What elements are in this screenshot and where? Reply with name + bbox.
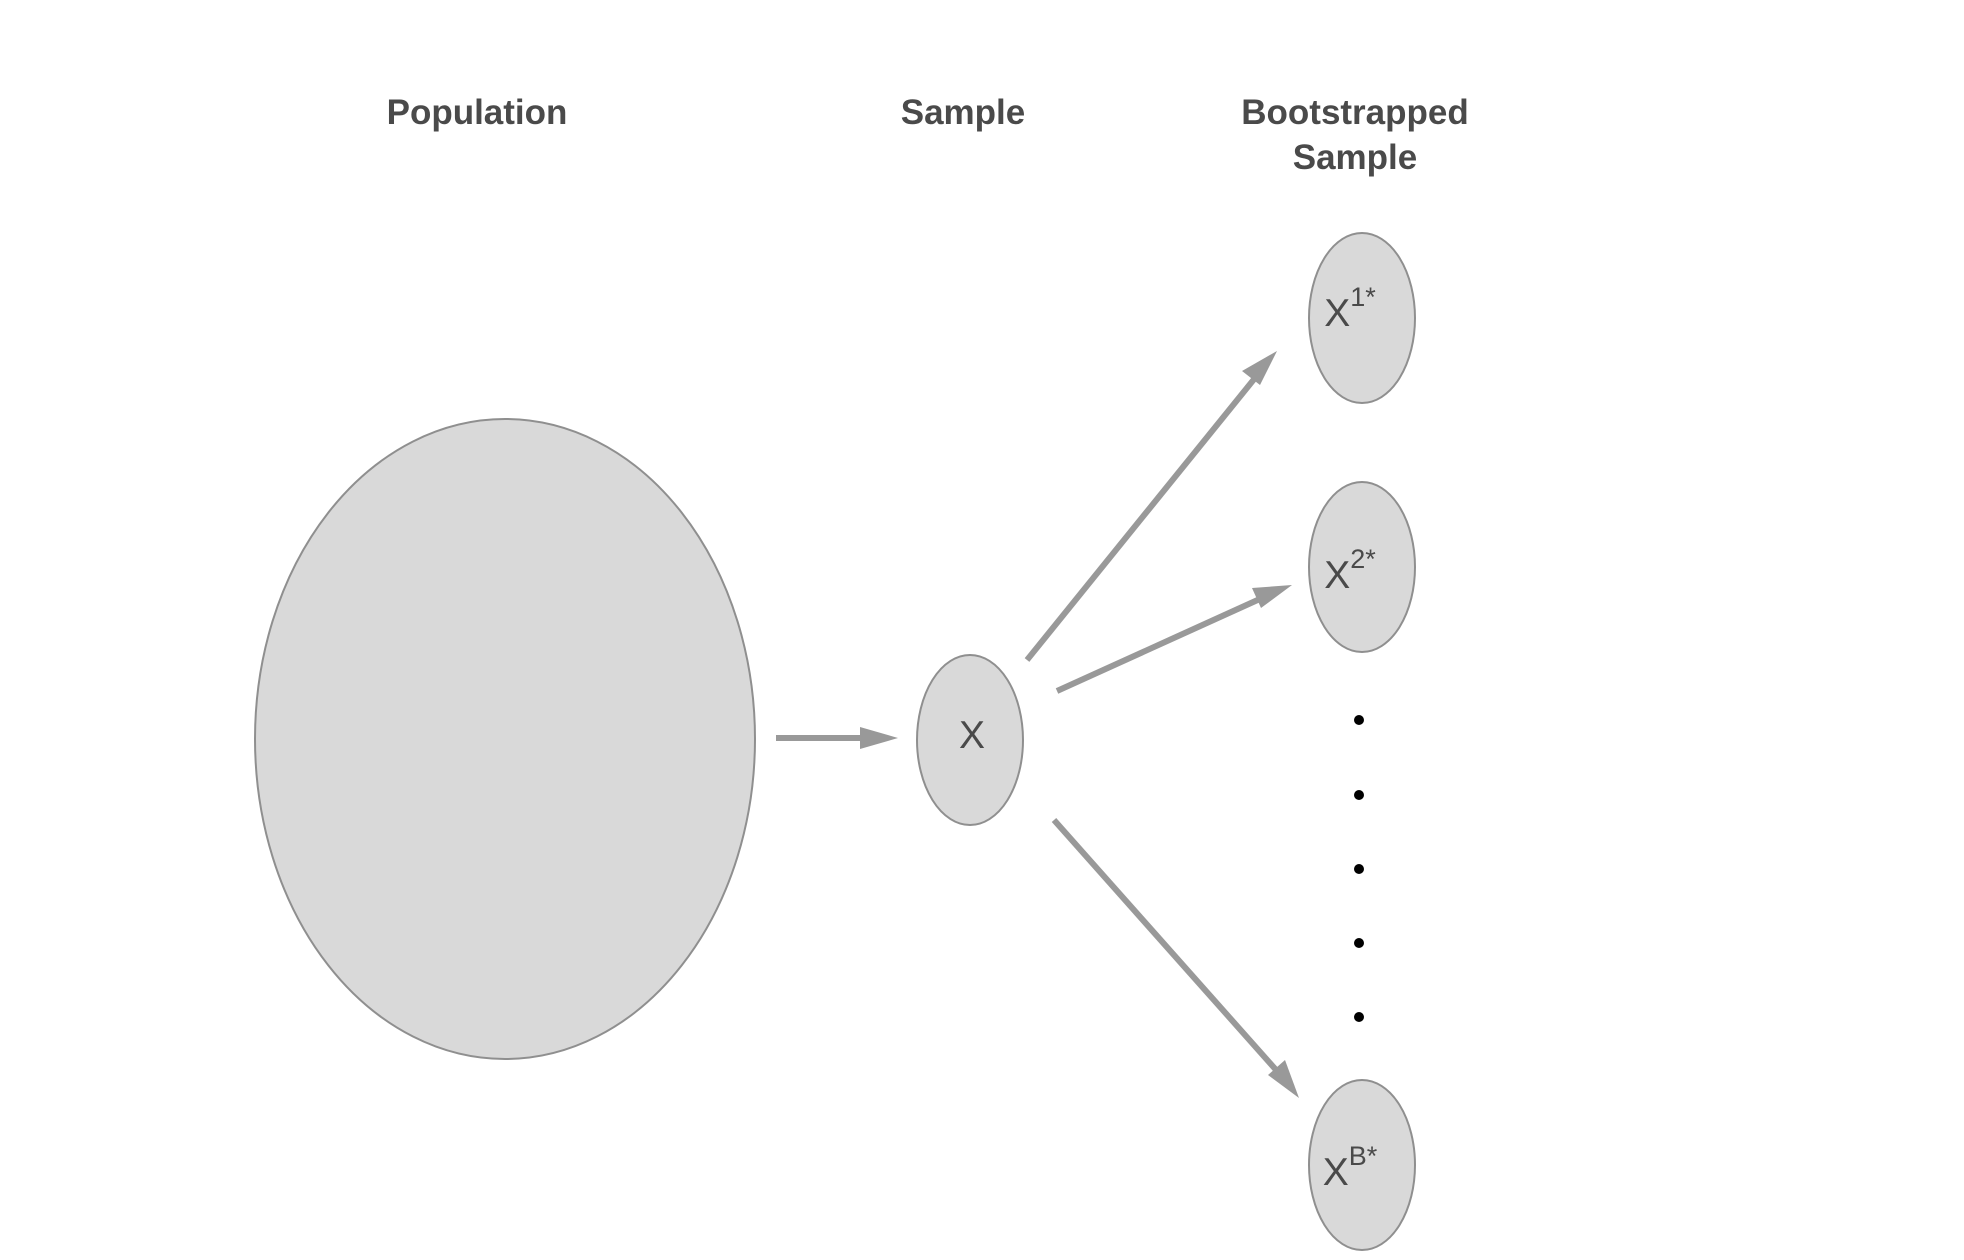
boot-ellipse-b — [1308, 1079, 1416, 1251]
heading-sample: Sample — [901, 93, 1026, 132]
boot-node-1: X1* — [1308, 232, 1416, 404]
ellipsis-dot-1 — [1354, 715, 1364, 725]
heading-bootstrapped-line1: Bootstrapped — [1241, 93, 1469, 132]
ellipsis-dot-2 — [1354, 790, 1364, 800]
boot-ellipse-2 — [1308, 481, 1416, 653]
arrow-sample-to-boot-1 — [1024, 351, 1277, 662]
boot-node-2: X2* — [1308, 481, 1416, 653]
boot-node-2-label: X2* — [1324, 544, 1376, 597]
ellipsis-dot-5 — [1354, 1012, 1364, 1022]
arrow-sample-to-boot-2 — [1055, 585, 1292, 694]
arrow-sample-to-boot-b — [1051, 818, 1299, 1098]
boot-node-b: XB* — [1308, 1079, 1416, 1251]
boot-ellipse-1 — [1308, 232, 1416, 404]
sample-node-label: X — [959, 714, 985, 757]
boot-node-1-label: X1* — [1324, 282, 1376, 335]
heading-bootstrapped-line2: Sample — [1293, 138, 1418, 177]
boot-node-b-label: XB* — [1323, 1141, 1378, 1194]
ellipsis-dot-4 — [1354, 938, 1364, 948]
arrow-population-to-sample — [776, 727, 898, 749]
ellipsis-dot-3 — [1354, 864, 1364, 874]
heading-population: Population — [387, 93, 568, 132]
sample-ellipse — [916, 654, 1024, 826]
sample-node: X — [916, 654, 1024, 826]
population-ellipse — [254, 418, 756, 1060]
